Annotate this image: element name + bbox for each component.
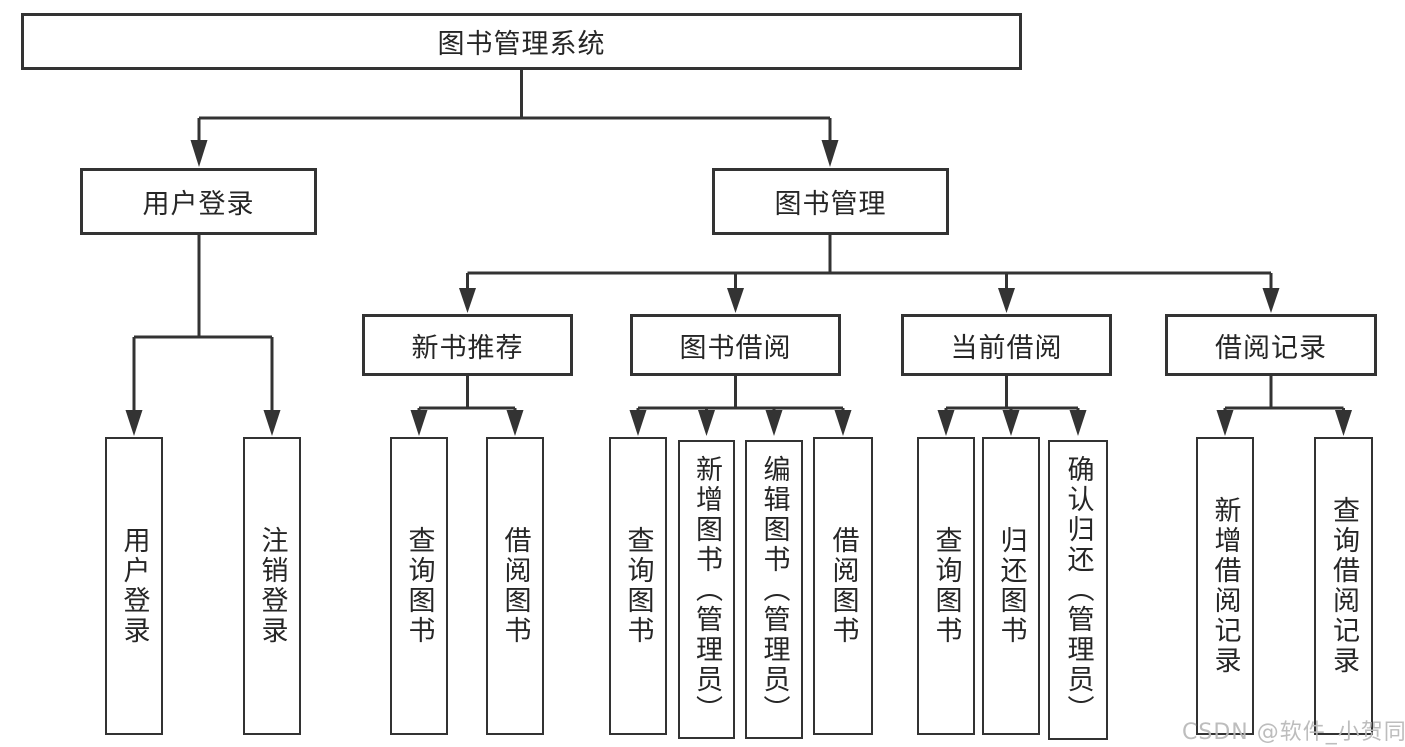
node-label: 当前借阅 (950, 332, 1063, 364)
node-book-management: 图书管理 (712, 168, 949, 235)
node-label: 查询借阅记录 (1328, 496, 1359, 676)
arrowhead-icons (125, 140, 1352, 436)
leaf-query-books-2: 查询图书 (609, 437, 667, 735)
node-label: 查询图书 (622, 526, 654, 646)
node-root-library-system: 图书管理系统 (21, 13, 1022, 70)
node-label: 图书借阅 (679, 332, 792, 364)
node-label: 查询图书 (403, 526, 435, 646)
node-label: 确认归还（管理员） (1062, 455, 1094, 725)
node-label: 图书管理 (774, 189, 887, 220)
leaf-query-books-1: 查询图书 (390, 437, 448, 735)
leaf-return-books: 归还图书 (982, 437, 1040, 735)
node-new-book-recommend: 新书推荐 (362, 314, 573, 376)
node-book-borrowing: 图书借阅 (630, 314, 841, 376)
node-label: 用户登录 (118, 526, 150, 646)
leaf-borrow-books-1: 借阅图书 (486, 437, 544, 735)
node-label: 查询图书 (930, 526, 962, 646)
node-label: 图书管理系统 (437, 29, 606, 60)
node-borrow-records: 借阅记录 (1165, 314, 1377, 376)
leaf-confirm-return-admin: 确认归还（管理员） (1048, 440, 1108, 740)
leaf-borrow-books-2: 借阅图书 (813, 437, 873, 735)
node-current-borrowing: 当前借阅 (901, 314, 1112, 376)
node-label: 归还图书 (995, 526, 1027, 646)
node-label: 新增图书（管理员） (691, 454, 722, 725)
node-label: 借阅图书 (827, 526, 859, 646)
leaf-user-login: 用户登录 (105, 437, 163, 735)
node-label: 用户登录 (142, 189, 255, 220)
leaf-edit-books-admin: 编辑图书（管理员） (745, 440, 803, 739)
node-label: 注销登录 (256, 526, 288, 646)
node-label: 借阅记录 (1215, 332, 1327, 364)
node-user-login: 用户登录 (80, 168, 317, 235)
node-label: 借阅图书 (499, 526, 531, 646)
leaf-logout: 注销登录 (243, 437, 301, 735)
leaf-add-books-admin: 新增图书（管理员） (678, 440, 735, 739)
leaf-query-borrow-record: 查询借阅记录 (1314, 437, 1373, 735)
leaf-add-borrow-record: 新增借阅记录 (1196, 437, 1254, 735)
node-label: 编辑图书（管理员） (758, 454, 790, 725)
leaf-query-books-3: 查询图书 (917, 437, 975, 735)
node-label: 新增借阅记录 (1209, 496, 1241, 676)
node-label: 新书推荐 (411, 332, 524, 364)
csdn-watermark: CSDN @软件_小贺同学 (1182, 720, 1405, 745)
